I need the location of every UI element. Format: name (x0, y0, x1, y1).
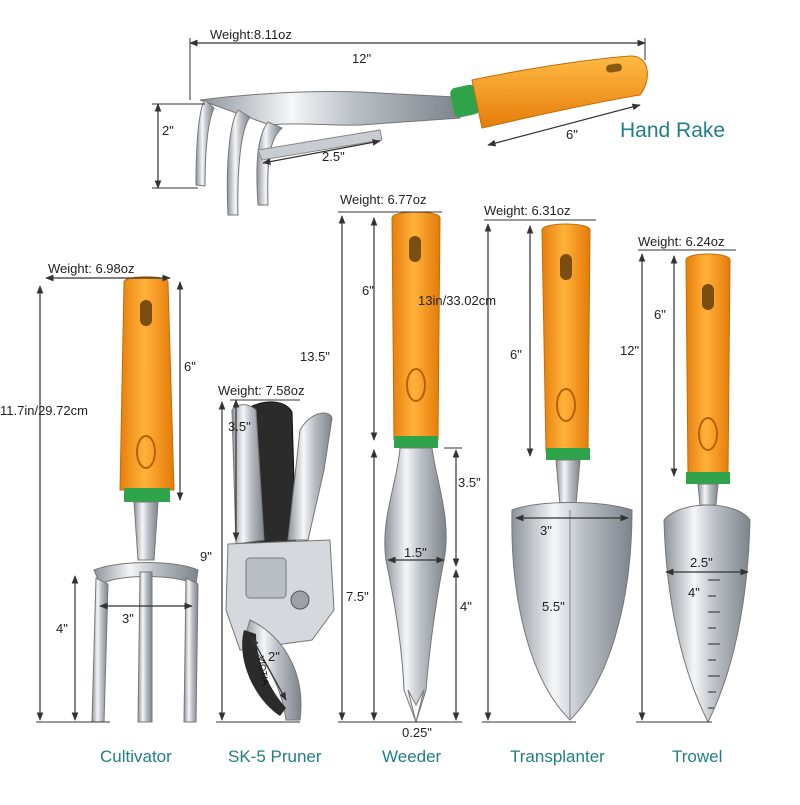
transplanter-handle: 6" (510, 347, 522, 362)
trowel-name: Trowel (672, 747, 723, 766)
rake-depth: 2" (162, 123, 174, 138)
cultivator-weight: Weight: 6.98oz (48, 261, 135, 276)
sk5-pruner (225, 401, 335, 721)
trowel-blade: 4" (688, 585, 700, 600)
weeder (384, 211, 447, 724)
transplanter-blade: 5.5" (542, 599, 565, 614)
transplanter-name: Transplanter (510, 747, 605, 766)
rake-handle: 6" (566, 127, 578, 142)
pruner-weight: Weight: 7.58oz (218, 383, 305, 398)
cultivator-name: Cultivator (100, 747, 172, 766)
trowel-handle: 6" (654, 307, 666, 322)
pruner-handle: 3.5" (228, 419, 251, 434)
trowel-width: 2.5" (690, 555, 713, 570)
trowel-weight: Weight: 6.24oz (638, 234, 725, 249)
weeder-tip: 0.25" (402, 725, 432, 740)
rake-length: 12" (352, 51, 372, 66)
weeder-weight: Weight: 6.77oz (340, 192, 427, 207)
cultivator (91, 276, 199, 723)
weeder-name: Weeder (382, 747, 442, 766)
weeder-lower: 4" (460, 599, 472, 614)
cultivator-length: 11.7in/29.72cm (0, 403, 88, 418)
weeder-length-metric: 13in/33.02cm (418, 293, 497, 308)
rake-width: 2.5" (322, 149, 345, 164)
rake-width-line (262, 139, 381, 165)
cultivator-tine: 4" (56, 621, 68, 636)
weeder-blade-total: 7.5" (346, 589, 369, 604)
transplanter-weight: Weight: 6.31oz (484, 203, 571, 218)
weeder-handle: 6" (362, 283, 374, 298)
trowel (663, 253, 751, 724)
pruner-name: SK-5 Pruner (228, 747, 322, 766)
rake-weight: Weight:8.11oz (210, 27, 292, 42)
pruner-length: 9" (200, 549, 212, 564)
cultivator-width: 3" (122, 611, 134, 626)
pruner-blade: 2" (268, 649, 280, 664)
cultivator-handle: 6" (184, 359, 196, 374)
transplanter-width: 3" (540, 523, 552, 538)
weeder-width: 1.5" (404, 545, 427, 560)
transplanter (511, 223, 633, 721)
rake-name: Hand Rake (620, 119, 726, 142)
rake-handle-line (487, 103, 641, 147)
weeder-length: 13.5" (300, 349, 330, 364)
trowel-length: 12" (620, 343, 640, 358)
weeder-upper: 3.5" (458, 475, 481, 490)
trowel-depth-scale (708, 579, 720, 709)
